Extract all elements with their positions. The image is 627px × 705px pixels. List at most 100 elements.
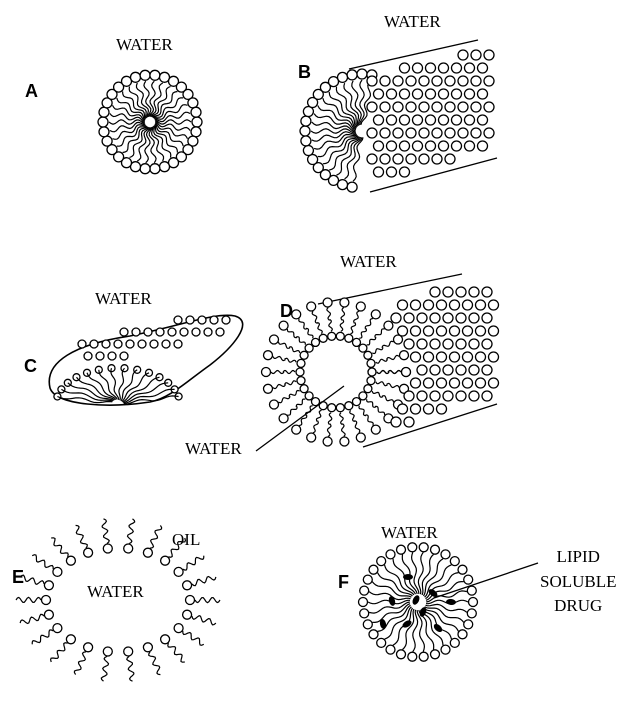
lipid-head: [143, 548, 152, 557]
lipid-head: [432, 154, 442, 164]
lipid-head: [345, 334, 353, 342]
lipid-head: [301, 116, 311, 126]
lipid-head: [404, 417, 414, 427]
lipid-head: [367, 359, 375, 367]
lipid-head: [387, 115, 397, 125]
lipid-head: [186, 316, 194, 324]
lipid-head: [191, 107, 201, 117]
lipid-head: [138, 340, 146, 348]
lipid-head: [297, 377, 305, 385]
lipid-head: [404, 339, 414, 349]
lipid-head: [305, 392, 313, 400]
lipid-tail: [340, 319, 343, 331]
panel-b-water-label: WATER: [384, 13, 441, 30]
lipid-head: [464, 575, 473, 584]
lipid-head: [363, 575, 372, 584]
lipid-head: [452, 63, 462, 73]
lipid-head: [469, 287, 479, 297]
lipid-head: [374, 115, 384, 125]
lipid-head: [471, 76, 481, 86]
lipid-tail: [285, 381, 297, 385]
lipid-head: [132, 328, 140, 336]
lipid-head: [397, 545, 406, 554]
lipid-head: [183, 581, 192, 590]
lipid-head: [124, 544, 133, 553]
lipid-tail: [377, 371, 389, 374]
lipid-head: [296, 368, 304, 376]
lipid-head: [430, 313, 440, 323]
lipid-head: [413, 89, 423, 99]
lipid-tail: [382, 396, 394, 403]
lipid-head: [439, 115, 449, 125]
lipid-head: [471, 102, 481, 112]
lipid-head: [426, 89, 436, 99]
lipid-tail: [148, 81, 155, 117]
lipid-head: [393, 154, 403, 164]
lipid-tail: [152, 92, 178, 117]
lipid-tail: [273, 356, 286, 360]
lipid-head: [84, 352, 92, 360]
lipid-head: [456, 365, 466, 375]
lipid-head: [469, 365, 479, 375]
lipid-head: [161, 635, 170, 644]
drug-label-line-2: SOLUBLE: [540, 570, 617, 595]
lipid-head: [108, 352, 116, 360]
lipid-head: [430, 339, 440, 349]
lipid-head: [426, 63, 436, 73]
lipid-head: [174, 340, 182, 348]
lipid-head: [478, 141, 488, 151]
lipid-head: [303, 146, 313, 156]
lipid-head: [443, 287, 453, 297]
lipid-tail: [155, 123, 183, 146]
lipid-head: [484, 102, 494, 112]
lipid-head: [336, 332, 344, 340]
lipid-head: [450, 326, 460, 336]
lipid-tail: [278, 396, 290, 403]
lipid-head: [210, 316, 218, 324]
lipid-head: [161, 556, 170, 565]
lipid-head: [467, 609, 476, 618]
lipid-head: [430, 391, 440, 401]
lipid-head: [458, 630, 467, 639]
lipid-tail: [287, 407, 297, 416]
lipid-tail: [149, 127, 156, 163]
lipid-tail: [117, 98, 145, 121]
lipid-head: [42, 596, 51, 605]
panel-f-label: F: [338, 573, 349, 591]
lipid-head: [424, 404, 434, 414]
lipid-head: [400, 89, 410, 99]
lipid-head: [437, 326, 447, 336]
lipid-head: [406, 102, 416, 112]
lipid-tail: [375, 406, 385, 415]
lipid-head: [328, 332, 336, 340]
lipid-soluble-drug-label: LIPID SOLUBLE DRUG: [540, 545, 617, 619]
lipid-head: [377, 638, 386, 647]
lipid-head: [406, 76, 416, 86]
lipid-head: [443, 339, 453, 349]
lipid-head: [191, 127, 201, 137]
lipid-head: [384, 321, 393, 330]
lipid-head: [150, 70, 160, 80]
lipid-tail: [289, 347, 300, 353]
panel-b-label: B: [298, 63, 311, 81]
lipid-tail: [273, 384, 286, 388]
lipid-tail: [376, 359, 388, 363]
lipid-tail: [32, 630, 53, 644]
lipid-head: [441, 550, 450, 559]
lipid-head: [380, 154, 390, 164]
lipid-head: [374, 89, 384, 99]
lipid-head: [144, 328, 152, 336]
lipid-head: [443, 391, 453, 401]
lipid-head: [452, 89, 462, 99]
lipid-tail: [127, 656, 134, 681]
lipid-head: [469, 391, 479, 401]
drug-particle: [388, 595, 397, 606]
lipid-tail: [101, 656, 108, 681]
lipid-head: [484, 76, 494, 86]
lipid-tail: [278, 342, 290, 349]
lipid-tail: [155, 120, 191, 124]
drug-label-line-1: LIPID: [540, 545, 617, 570]
lipid-head: [367, 128, 377, 138]
lipid-head: [174, 624, 183, 633]
lipid-tail: [102, 519, 109, 544]
